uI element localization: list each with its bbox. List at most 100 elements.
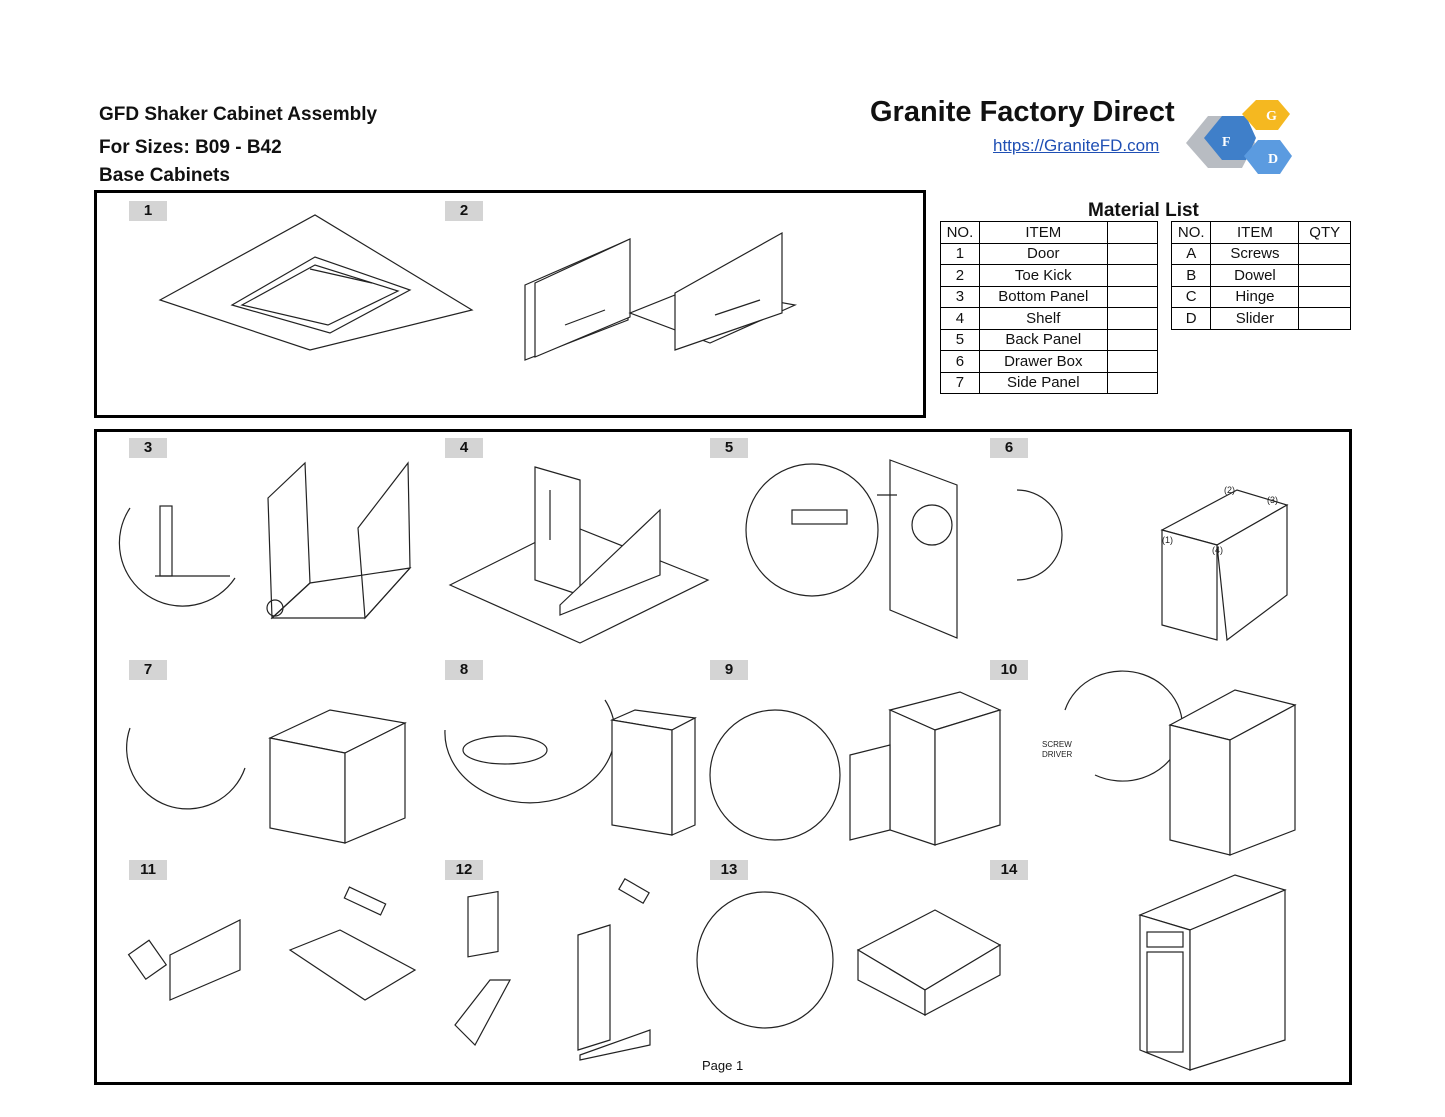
logo-letter-g: G	[1266, 109, 1277, 124]
step-2-illustration	[524, 231, 798, 361]
cell-no: 6	[940, 350, 980, 373]
header-item: ITEM	[978, 221, 1108, 244]
cell-item: Hinge	[1210, 285, 1300, 308]
step-badge-9: 9	[710, 660, 748, 680]
cell-no: A	[1170, 242, 1212, 265]
step-13-illustration	[696, 891, 1002, 1029]
screw-driver-label-1: SCREW	[1042, 740, 1072, 749]
callout-1: (1)	[1162, 535, 1173, 545]
cell-item: Bottom Panel	[978, 285, 1108, 308]
cell-item: Shelf	[978, 307, 1108, 330]
cell-qty	[1106, 285, 1159, 308]
cell-qty	[1106, 264, 1159, 287]
step-9-illustration	[709, 691, 1002, 846]
cell-qty	[1298, 242, 1351, 265]
cell-qty	[1106, 307, 1159, 330]
step-badge-10: 10	[990, 660, 1028, 680]
step-badge-8: 8	[445, 660, 483, 680]
step-badge-6: 6	[990, 438, 1028, 458]
header-no: NO.	[940, 221, 980, 244]
cell-no: 4	[940, 307, 980, 330]
table-header-row: NO. ITEM	[940, 221, 1159, 244]
cell-item: Side Panel	[978, 371, 1108, 394]
step-8-illustration	[444, 699, 697, 836]
step-12-illustration	[454, 877, 651, 1061]
header-qty	[1106, 221, 1159, 244]
page-number: Page 1	[702, 1058, 744, 1073]
cell-no: 1	[940, 242, 980, 265]
cell-qty	[1298, 285, 1351, 308]
cell-item: Screws	[1210, 242, 1300, 265]
step-1-illustration	[158, 214, 474, 351]
material-list-title: Material List	[1088, 200, 1199, 221]
cell-no: D	[1170, 307, 1212, 330]
sizes-label: For Sizes: B09 - B42	[99, 137, 282, 158]
step-badge-5: 5	[710, 438, 748, 458]
step-badge-11: 11	[129, 860, 167, 880]
header-no: NO.	[1170, 221, 1212, 244]
company-name: Granite Factory Direct	[870, 96, 1175, 128]
gfd-logo: G F D	[1186, 100, 1292, 174]
cell-qty	[1106, 371, 1159, 394]
logo-letter-f: F	[1222, 135, 1231, 150]
cell-no: 5	[940, 328, 980, 351]
step-11-illustration	[127, 886, 417, 1001]
step-10-illustration: SCREW DRIVER	[1042, 670, 1297, 856]
step-5-illustration	[745, 459, 958, 639]
callout-4: (4)	[1212, 545, 1223, 555]
step-badge-13: 13	[710, 860, 748, 880]
step-badge-4: 4	[445, 438, 483, 458]
step-badge-7: 7	[129, 660, 167, 680]
cell-qty	[1106, 242, 1159, 265]
cell-no: C	[1170, 285, 1212, 308]
step-badge-14: 14	[990, 860, 1028, 880]
steps-3-14-frame	[94, 429, 1352, 1085]
cell-qty	[1298, 307, 1351, 330]
cell-item: Toe Kick	[978, 264, 1108, 287]
cell-qty	[1298, 264, 1351, 287]
step-badge-12: 12	[445, 860, 483, 880]
logo-letter-d: D	[1268, 152, 1278, 167]
cell-item: Slider	[1210, 307, 1300, 330]
screw-driver-label-2: DRIVER	[1042, 750, 1072, 759]
cell-item: Drawer Box	[978, 350, 1108, 373]
cell-qty	[1106, 350, 1159, 373]
cell-item: Door	[978, 242, 1108, 265]
callout-2: (2)	[1224, 485, 1235, 495]
step-badge-2: 2	[445, 201, 483, 221]
cell-no: B	[1170, 264, 1212, 287]
header-qty: QTY	[1298, 221, 1351, 244]
step-badge-1: 1	[129, 201, 167, 221]
step-14-illustration	[1138, 874, 1287, 1071]
cell-item: Dowel	[1210, 264, 1300, 287]
document-title: GFD Shaker Cabinet Assembly	[99, 104, 378, 125]
cell-no: 7	[940, 371, 980, 394]
step-3-illustration	[118, 461, 412, 620]
step-7-illustration	[126, 709, 407, 844]
website-link[interactable]: https://GraniteFD.com	[993, 136, 1160, 155]
step-6-illustration: (1) (2) (3) (4)	[1016, 485, 1289, 642]
cell-item: Back Panel	[978, 328, 1108, 351]
header-item: ITEM	[1210, 221, 1300, 244]
step-4-illustration	[448, 466, 710, 644]
steps-1-2-frame	[94, 190, 926, 418]
callout-3: (3)	[1267, 495, 1278, 505]
category-label: Base Cabinets	[99, 165, 230, 186]
table-header-row: NO. ITEM QTY	[1170, 221, 1351, 244]
cell-qty	[1106, 328, 1159, 351]
step-badge-3: 3	[129, 438, 167, 458]
cell-no: 2	[940, 264, 980, 287]
